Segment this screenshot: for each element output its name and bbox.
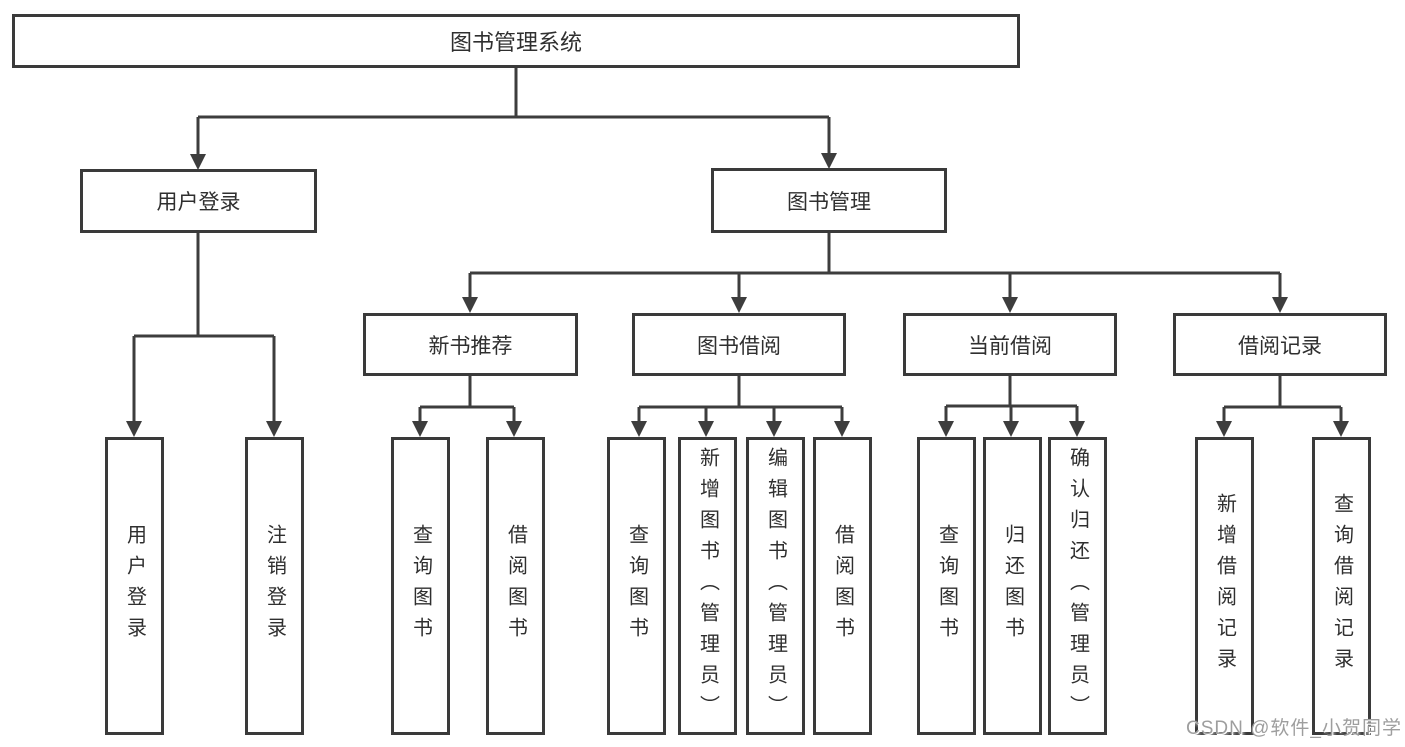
leaf-label: 借阅图书 [831, 524, 854, 648]
arrow-down-icon [1272, 297, 1288, 313]
leaf-edit-books-admin: 编辑图书（管理员） [746, 437, 805, 735]
node-label: 借阅记录 [1238, 334, 1322, 358]
leaf-label: 归还图书 [1001, 524, 1024, 648]
arrow-down-icon [1333, 421, 1349, 437]
node-label: 图书管理 [787, 190, 871, 214]
leaf-label: 新增图书（管理员） [696, 446, 719, 726]
leaf-label: 用户登录 [123, 524, 146, 648]
arrow-down-icon [506, 421, 522, 437]
leaf-user-login: 用户登录 [105, 437, 164, 735]
leaf-borrow-books-recommend: 借阅图书 [486, 437, 545, 735]
leaf-add-borrow-record: 新增借阅记录 [1195, 437, 1254, 735]
leaf-query-books-borrow: 查询图书 [607, 437, 666, 735]
leaf-query-borrow-record: 查询借阅记录 [1312, 437, 1371, 735]
arrow-down-icon [834, 421, 850, 437]
leaf-label: 新增借阅记录 [1213, 493, 1236, 679]
node-label: 图书借阅 [697, 334, 781, 358]
arrow-down-icon [1069, 421, 1085, 437]
csdn-watermark: CSDN @软件_小贺同学 [1186, 718, 1402, 739]
node-library-system: 图书管理系统 [12, 14, 1020, 68]
leaf-add-books-admin: 新增图书（管理员） [678, 437, 737, 735]
arrow-down-icon [462, 297, 478, 313]
leaf-return-books: 归还图书 [983, 437, 1042, 735]
arrow-down-icon [631, 421, 647, 437]
leaf-label: 查询图书 [935, 524, 958, 648]
arrow-down-icon [938, 421, 954, 437]
arrow-down-icon [266, 421, 282, 437]
node-label: 当前借阅 [968, 334, 1052, 358]
arrow-down-icon [412, 421, 428, 437]
arrow-down-icon [731, 297, 747, 313]
arrow-down-icon [1216, 421, 1232, 437]
node-label: 新书推荐 [428, 334, 513, 358]
leaf-confirm-return-admin: 确认归还（管理员） [1048, 437, 1107, 735]
leaf-label: 借阅图书 [504, 524, 527, 648]
arrowheads [126, 153, 1349, 437]
connector-paths [132, 68, 1343, 422]
arrow-down-icon [1003, 421, 1019, 437]
leaf-logout: 注销登录 [245, 437, 304, 735]
node-current-borrow: 当前借阅 [903, 313, 1117, 376]
node-new-book-recommend: 新书推荐 [363, 313, 578, 376]
leaf-borrow-books: 借阅图书 [813, 437, 872, 735]
arrow-down-icon [190, 154, 206, 170]
leaf-label: 查询借阅记录 [1330, 493, 1353, 679]
node-book-management: 图书管理 [711, 168, 947, 233]
leaf-label: 注销登录 [263, 524, 286, 648]
leaf-label: 确认归还（管理员） [1066, 446, 1089, 726]
arrow-down-icon [766, 421, 782, 437]
leaf-query-books-recommend: 查询图书 [391, 437, 450, 735]
leaf-query-books-current: 查询图书 [917, 437, 976, 735]
node-borrow-records: 借阅记录 [1173, 313, 1387, 376]
node-book-borrow: 图书借阅 [632, 313, 846, 376]
leaf-label: 编辑图书（管理员） [764, 446, 787, 726]
arrow-down-icon [821, 153, 837, 169]
node-label: 用户登录 [156, 191, 241, 214]
node-label: 图书管理系统 [449, 30, 582, 55]
arrow-down-icon [1002, 297, 1018, 313]
leaf-label: 查询图书 [409, 524, 432, 648]
arrow-down-icon [126, 421, 142, 437]
arrow-down-icon [698, 421, 714, 437]
node-user-login: 用户登录 [80, 169, 317, 233]
leaf-label: 查询图书 [625, 524, 648, 648]
